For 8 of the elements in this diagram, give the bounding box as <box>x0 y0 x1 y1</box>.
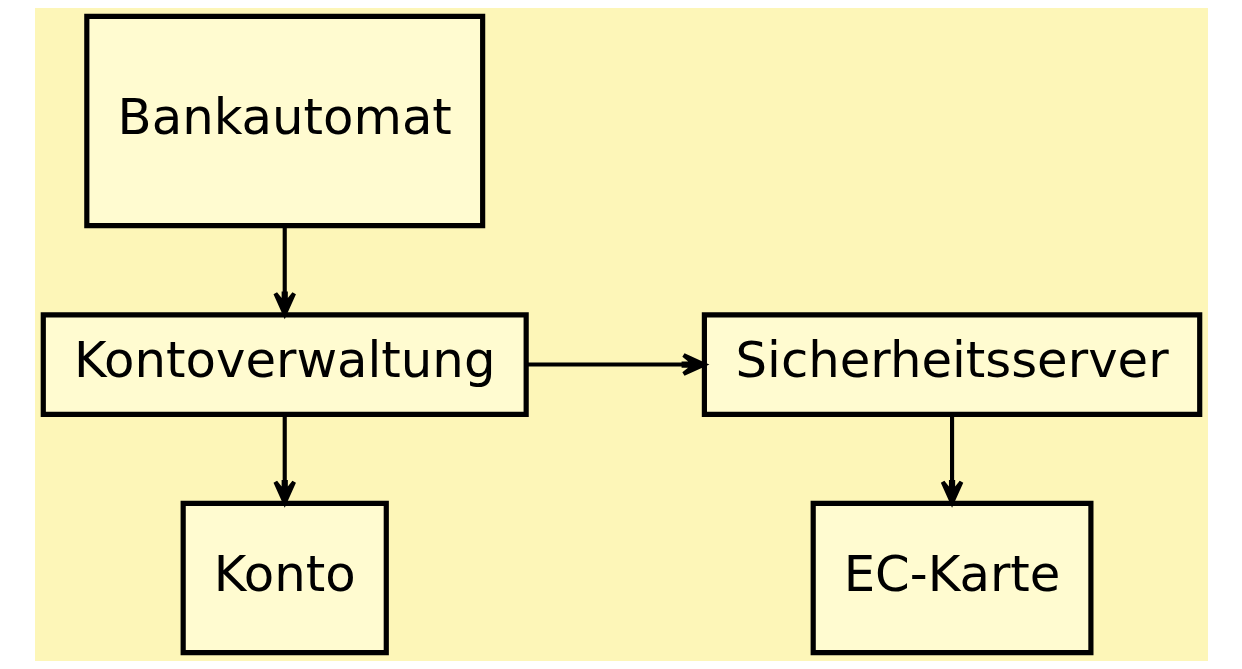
node-box: EC-Karte <box>810 500 1093 656</box>
arrow <box>272 226 296 317</box>
node-box: Konto <box>180 500 389 656</box>
arrow <box>940 414 963 505</box>
node-box: Bankautomat <box>83 13 485 229</box>
node-box: Kontoverwaltung <box>40 312 529 417</box>
arrow <box>272 414 296 505</box>
node-box: Sicherheitsserver <box>701 312 1202 417</box>
